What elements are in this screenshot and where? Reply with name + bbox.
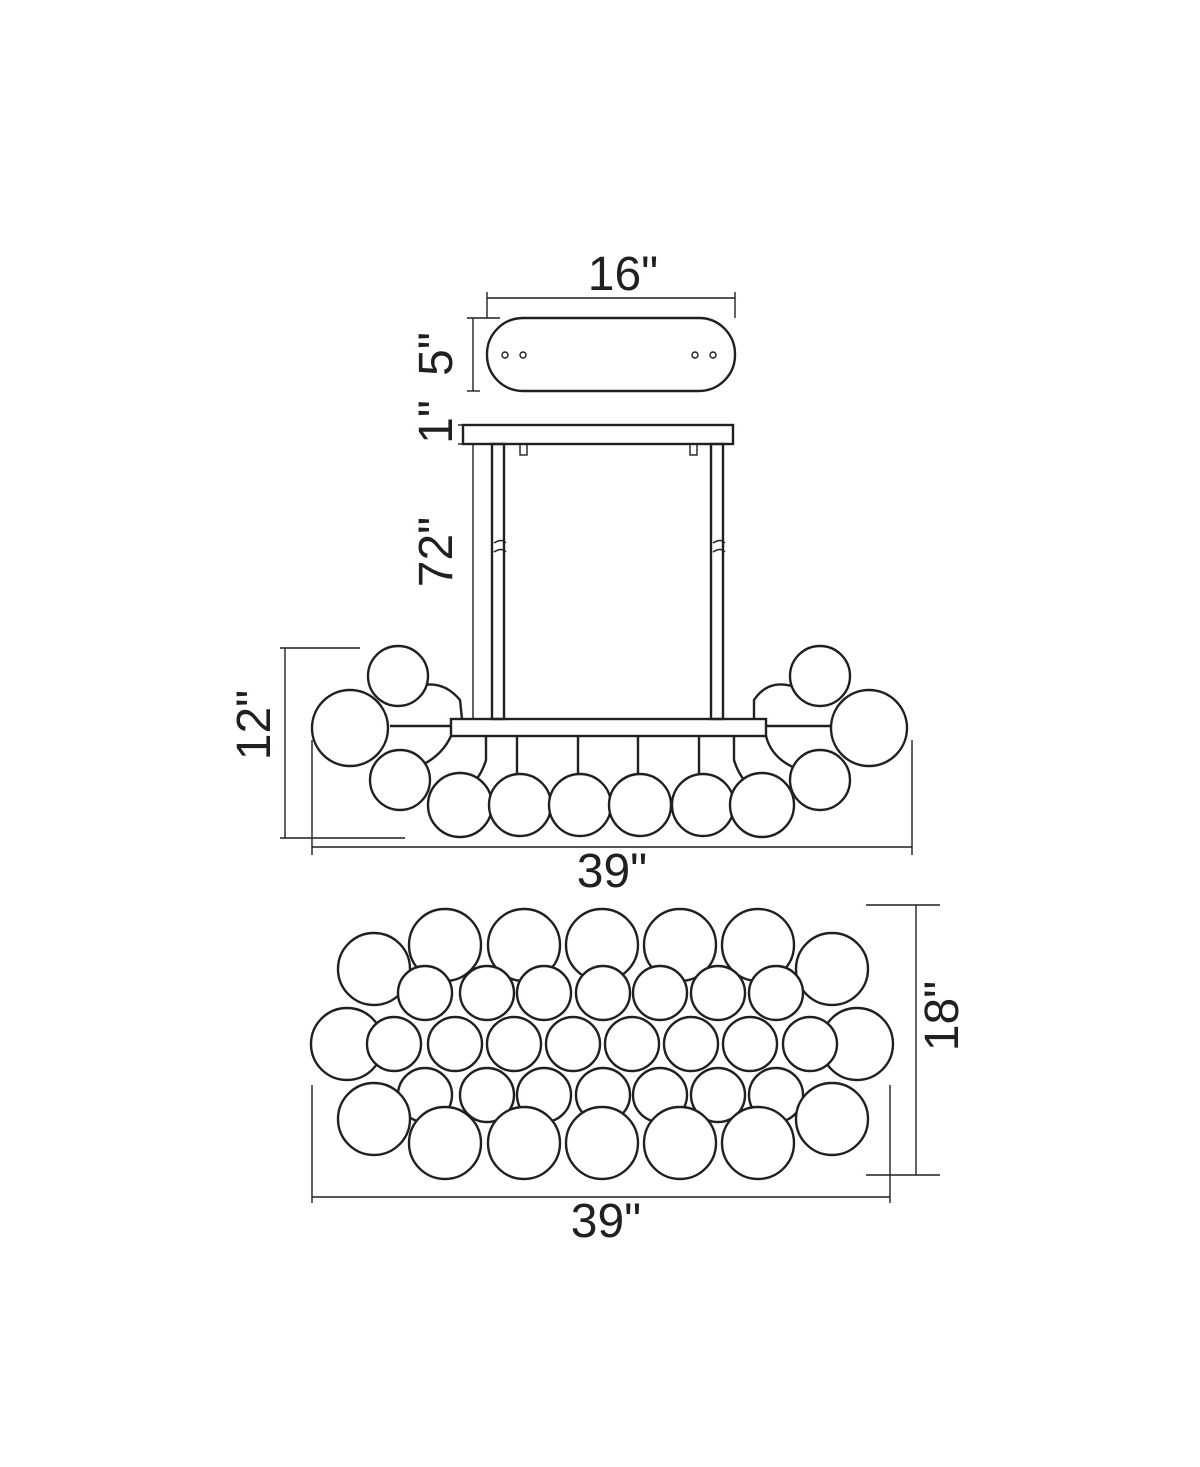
canopy-width-label: 16" — [588, 248, 658, 301]
rod-length-label: 72" — [410, 517, 463, 587]
fixture-height-label: 12" — [228, 690, 281, 760]
top-depth-label: 18" — [916, 981, 969, 1051]
canopy-height-label: 1" — [410, 400, 463, 444]
top-width-label: 39" — [571, 1195, 641, 1248]
canopy-top-view — [467, 292, 737, 393]
fixture-top-view — [309, 904, 940, 1203]
canopy-side-view — [458, 423, 735, 456]
fixture-side-view — [280, 644, 913, 855]
canopy-depth-label: 5" — [410, 332, 463, 376]
suspension-rods — [472, 442, 726, 721]
side-width-label: 39" — [577, 845, 647, 898]
